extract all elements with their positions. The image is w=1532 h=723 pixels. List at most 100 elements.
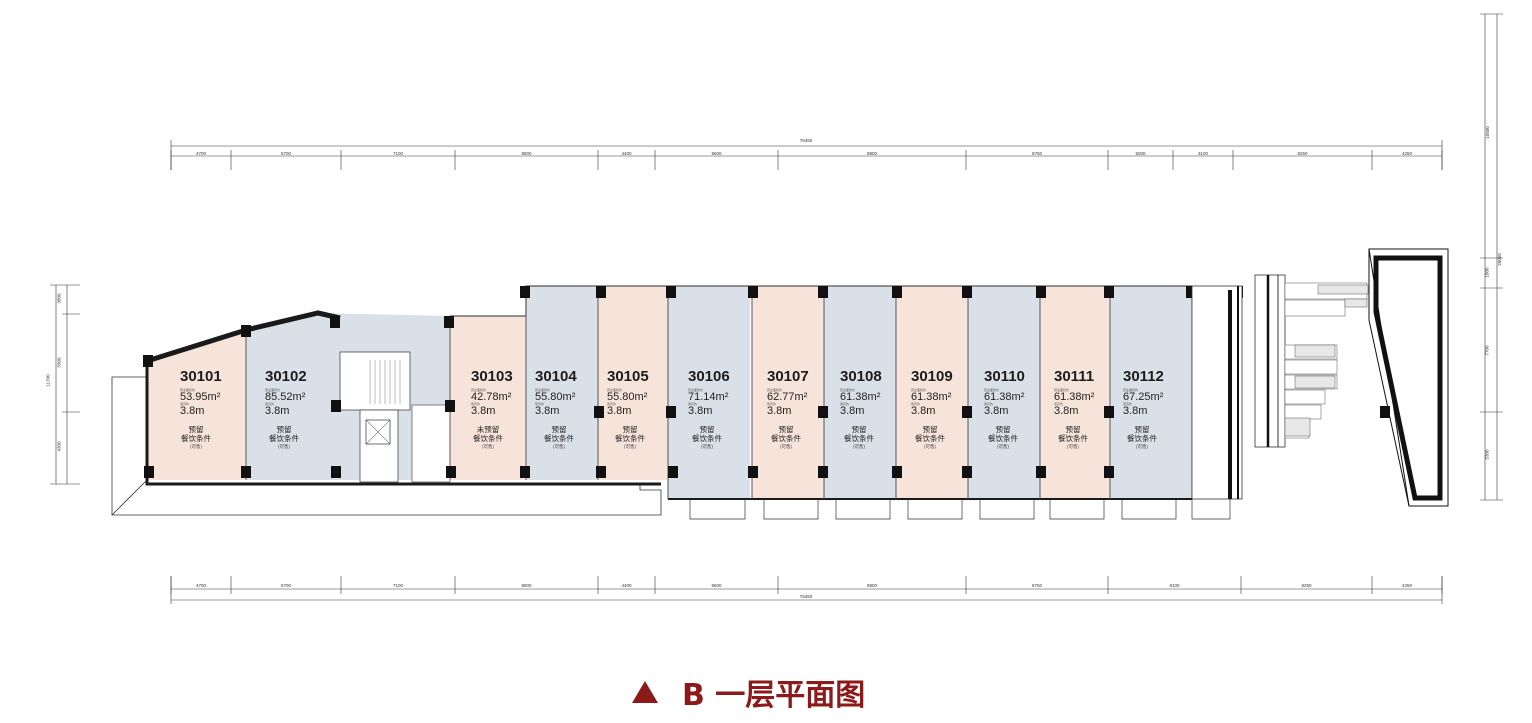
unit-note-line: 预留	[851, 425, 867, 434]
unit-area: 55.80m²	[535, 391, 576, 403]
unit-note-line: 餐饮条件	[771, 434, 801, 444]
area-caption: 营业面积约	[180, 388, 196, 392]
unit-note: 预留餐饮条件(可售)	[1058, 425, 1088, 449]
height-caption: 层高约	[471, 402, 481, 406]
height-caption: 层高约	[984, 402, 994, 406]
top-dimension-ticks	[170, 150, 1443, 170]
bottom-dimension-label: 4700	[195, 583, 207, 588]
left-total-dimension: 11700	[45, 374, 51, 387]
column	[1104, 286, 1114, 298]
unit-height: 3.8m	[180, 405, 205, 417]
unit-area: 85.52m²	[265, 391, 306, 403]
storefront-bays	[689, 499, 1231, 520]
unit-height: 3.8m	[535, 405, 560, 417]
height-caption: 层高约	[535, 402, 545, 406]
unit-area: 67.25m²	[1123, 391, 1164, 403]
unit-sale-status: (可售)	[190, 443, 202, 449]
unit-code: 30101	[180, 368, 222, 385]
east-tower	[1368, 248, 1449, 507]
unit-note: 预留餐饮条件(可售)	[269, 425, 299, 449]
bottom-dimension-label: 9600	[711, 583, 722, 588]
bottom-total-dimension: 78450	[799, 594, 813, 599]
unit-fills	[147, 286, 1192, 499]
bottom-dimension-label: 7100	[392, 583, 404, 588]
column	[668, 466, 678, 478]
unit-note: 预留餐饮条件(可售)	[844, 425, 874, 449]
unit-note-line: 餐饮条件	[844, 434, 874, 444]
column	[596, 286, 606, 298]
unit-area: 61.38m²	[911, 391, 952, 403]
column	[962, 406, 972, 418]
height-caption: 层高约	[688, 402, 698, 406]
right-dimension-2: 1800	[1484, 267, 1490, 278]
unit-sale-status: (可售)	[701, 443, 713, 449]
left-dimension-3: 4300	[56, 441, 62, 452]
top-dimension-label: 4400	[621, 151, 632, 156]
column	[444, 316, 454, 328]
height-caption: 层高约	[911, 402, 921, 406]
unit-sale-status: (可售)	[553, 443, 565, 449]
unit-height: 3.8m	[607, 405, 632, 417]
bottom-dimension-label: 8800	[866, 583, 878, 588]
unit-note-line: 餐饮条件	[544, 434, 574, 444]
unit-height: 3.8m	[1123, 405, 1148, 417]
unit-code: 30106	[688, 368, 730, 385]
unit-note-line: 预留	[1065, 425, 1081, 434]
column	[666, 286, 676, 298]
unit-sale-status: (可售)	[853, 443, 865, 449]
top-dimension-label: 8250	[1297, 151, 1308, 156]
unit-area: 42.78m²	[471, 391, 512, 403]
height-caption: 层高约	[767, 402, 777, 406]
height-caption: 层高约	[180, 402, 190, 406]
triangle-icon	[632, 681, 658, 703]
unit-sale-status: (可售)	[278, 443, 290, 449]
unit-note-line: 未预留	[476, 425, 500, 434]
column	[666, 406, 676, 418]
unit-code: 30104	[535, 368, 577, 385]
unit-30112-fill	[1110, 286, 1192, 499]
unit-note-line: 餐饮条件	[692, 434, 722, 444]
unit-area: 55.80m²	[607, 391, 648, 403]
unit-note-line: 预留	[778, 425, 794, 434]
storefront-bay	[1049, 499, 1105, 520]
corridor	[411, 404, 451, 483]
unit-code: 30109	[911, 368, 953, 385]
unit-height: 3.8m	[984, 405, 1009, 417]
unit-height: 3.8m	[265, 405, 290, 417]
right-total-dimension: 26050	[1496, 253, 1502, 266]
unit-30101-fill	[147, 330, 246, 480]
column	[748, 466, 758, 478]
unit-30108-fill	[824, 286, 896, 499]
column	[331, 400, 341, 412]
top-dimension-label: 8800	[866, 151, 878, 156]
top-dimension-label: 5000	[1135, 151, 1146, 156]
column	[818, 406, 828, 418]
unit-height: 3.8m	[911, 405, 936, 417]
unit-note-line: 餐饮条件	[1127, 434, 1157, 444]
bottom-dimension-ticks	[170, 576, 1443, 594]
unit-height: 3.8m	[840, 405, 865, 417]
column	[241, 325, 251, 337]
unit-note: 预留餐饮条件(可售)	[915, 425, 945, 449]
unit-note-line: 预留	[922, 425, 938, 434]
column	[594, 406, 604, 418]
unit-area: 61.38m²	[840, 391, 881, 403]
bottom-dimension-label: 8800	[521, 583, 532, 588]
column	[1380, 406, 1390, 418]
area-caption: 营业面积约	[265, 388, 281, 392]
unit-code: 30105	[607, 368, 649, 385]
height-caption: 层高约	[1123, 402, 1133, 406]
unit-area: 62.77m²	[767, 391, 808, 403]
unit-30104-fill	[526, 286, 598, 480]
unit-note-line: 餐饮条件	[615, 434, 645, 444]
storefront-bay	[1191, 499, 1231, 520]
unit-code: 30112	[1123, 368, 1164, 385]
column	[446, 466, 456, 478]
unit-height: 3.8m	[1054, 405, 1079, 417]
top-dimension-label: 4250	[1401, 151, 1413, 156]
unit-area: 71.14m²	[688, 391, 729, 403]
column	[520, 466, 530, 478]
unit-height: 3.8m	[471, 405, 496, 417]
area-caption: 营业面积约	[1054, 388, 1070, 392]
